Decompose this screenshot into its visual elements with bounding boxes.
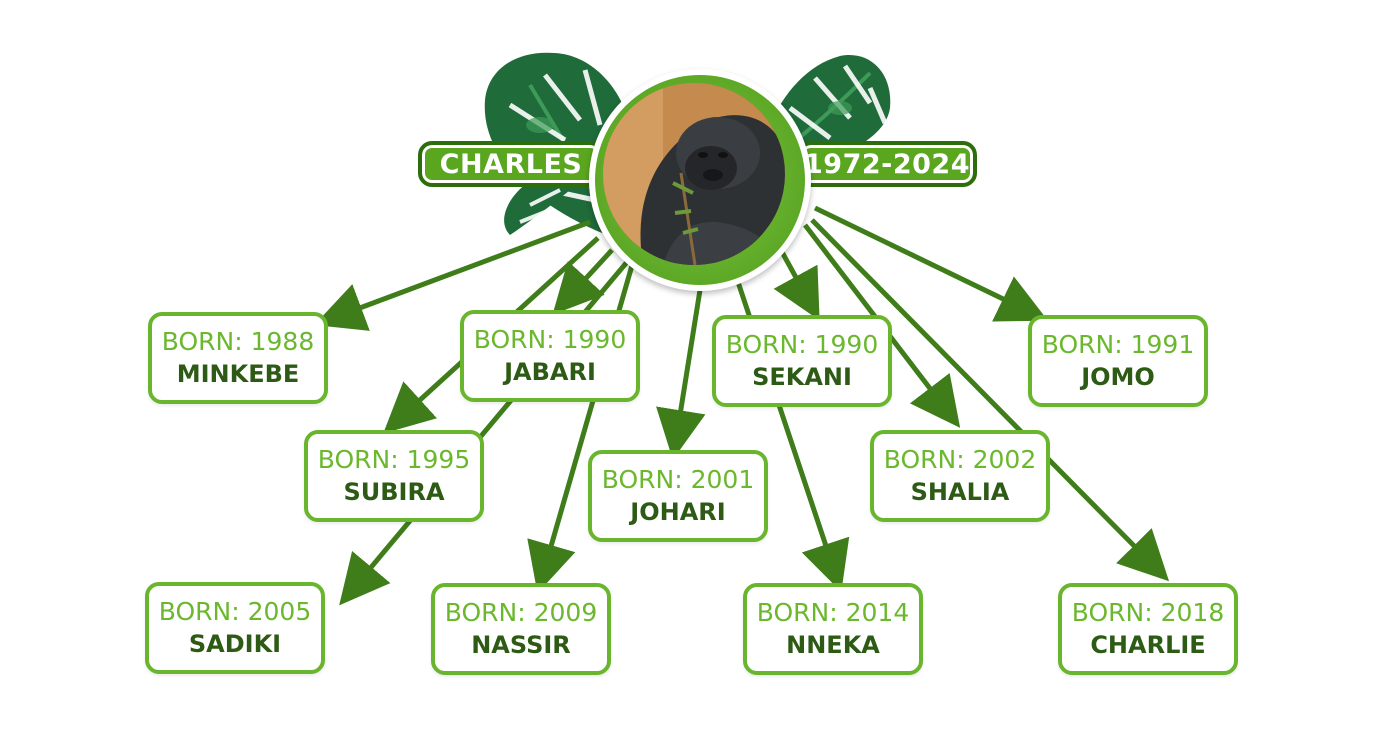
- born-year-label: BORN: 2001: [601, 465, 755, 494]
- child-node-johari: BORN: 2001 JOHARI: [588, 450, 768, 542]
- child-name-label: JOHARI: [630, 498, 726, 526]
- born-year-label: BORN: 1991: [1041, 330, 1195, 359]
- child-node-sekani: BORN: 1990 SEKANI: [712, 315, 892, 407]
- child-name-label: NASSIR: [471, 631, 571, 659]
- child-node-minkebe: BORN: 1988 MINKEBE: [148, 312, 328, 404]
- born-year-label: BORN: 2002: [883, 445, 1037, 474]
- arrow-to-jomo: [813, 205, 1049, 322]
- born-year-label: BORN: 1988: [161, 327, 315, 356]
- child-node-jomo: BORN: 1991 JOMO: [1028, 315, 1208, 407]
- years-pill: 1972-2024: [797, 141, 977, 187]
- born-year-label: BORN: 1990: [473, 325, 627, 354]
- child-name-label: JOMO: [1081, 363, 1155, 391]
- child-node-charlie: BORN: 2018 CHARLIE: [1058, 583, 1238, 675]
- child-name-label: JABARI: [504, 358, 596, 386]
- arrow-to-jabari: [552, 248, 614, 315]
- child-name-label: CHARLIE: [1090, 631, 1206, 659]
- child-name-label: SUBIRA: [343, 478, 445, 506]
- born-year-label: BORN: 2009: [444, 598, 598, 627]
- born-year-label: BORN: 1990: [725, 330, 879, 359]
- child-name-label: MINKEBE: [176, 360, 300, 388]
- born-year-label: BORN: 2018: [1071, 598, 1225, 627]
- child-name-label: NNEKA: [786, 631, 880, 659]
- arrow-to-sekani: [773, 250, 820, 321]
- arrow-to-charlie: [810, 218, 1170, 582]
- gorilla-photo: [603, 83, 785, 265]
- child-node-nneka: BORN: 2014 NNEKA: [743, 583, 923, 675]
- child-node-shalia: BORN: 2002 SHALIA: [870, 430, 1050, 522]
- gorilla-portrait: [589, 69, 811, 291]
- born-year-label: BORN: 1995: [317, 445, 471, 474]
- gorilla-icon: [603, 83, 785, 265]
- child-node-sadiki: BORN: 2005 SADIKI: [145, 582, 325, 674]
- arrow-to-johari: [656, 289, 706, 460]
- arrow-to-minkebe: [314, 219, 591, 331]
- born-year-label: BORN: 2014: [756, 598, 910, 627]
- child-name-label: SEKANI: [752, 363, 852, 391]
- child-name-label: SADIKI: [188, 630, 282, 658]
- child-name-label: SHALIA: [910, 478, 1010, 506]
- child-node-nassir: BORN: 2009 NASSIR: [431, 583, 611, 675]
- child-node-jabari: BORN: 1990 JABARI: [460, 310, 640, 402]
- name-pill: CHARLES: [418, 141, 604, 187]
- child-node-subira: BORN: 1995 SUBIRA: [304, 430, 484, 522]
- born-year-label: BORN: 2005: [158, 597, 312, 626]
